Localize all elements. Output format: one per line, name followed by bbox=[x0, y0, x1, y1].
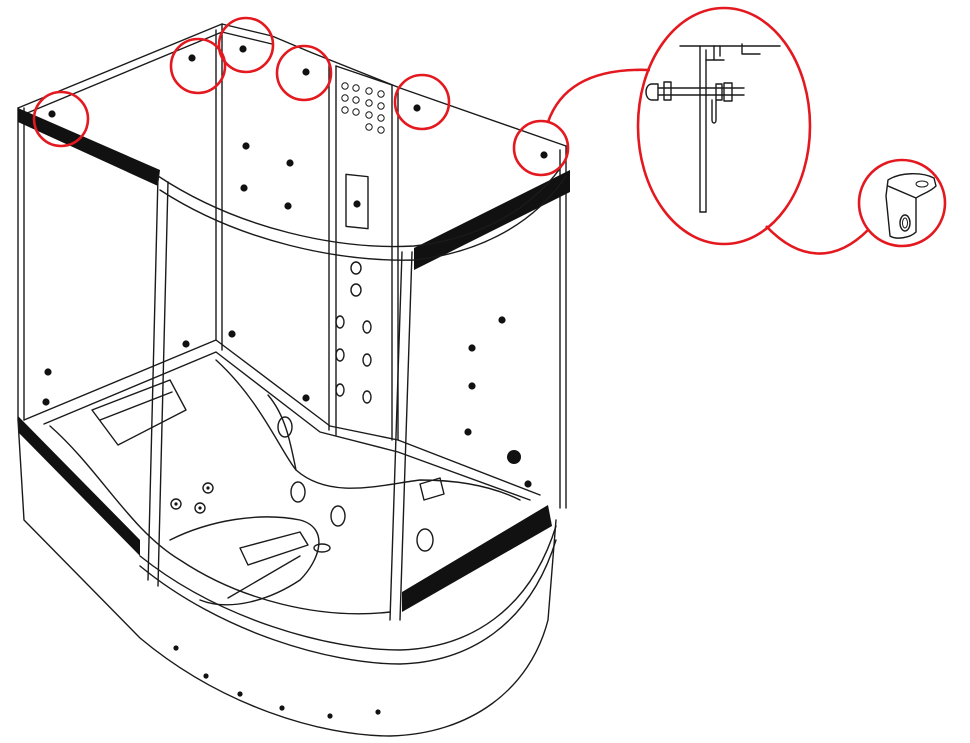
mount-point-4-marker bbox=[275, 44, 333, 102]
mount-point-6-marker bbox=[512, 119, 570, 177]
bracket-detail-drawing bbox=[885, 173, 937, 239]
mount-point-markers bbox=[32, 16, 570, 177]
mount-point-3-marker bbox=[217, 16, 275, 74]
mount-point-2-marker bbox=[169, 37, 227, 95]
cabin-frame bbox=[17, 23, 570, 719]
wall-fixing-dots bbox=[42, 142, 532, 719]
right-top-seal bbox=[414, 170, 570, 270]
mount-point-1-marker bbox=[32, 90, 90, 148]
left-bottom-seal bbox=[18, 416, 140, 556]
right-bottom-seal bbox=[402, 505, 552, 612]
callout-connector-bracket bbox=[765, 225, 869, 255]
bathtub bbox=[17, 339, 557, 737]
bracket-detail-view bbox=[857, 158, 947, 248]
massage-jet-grid bbox=[341, 82, 385, 134]
callout-connector-bolt bbox=[546, 68, 651, 123]
mount-point-5-marker bbox=[393, 73, 451, 131]
tub-jets bbox=[170, 416, 434, 553]
bolt-detail-view bbox=[636, 6, 812, 246]
bolt-detail-drawing bbox=[645, 43, 781, 213]
body-jets bbox=[335, 261, 372, 404]
left-top-seal bbox=[18, 108, 160, 186]
